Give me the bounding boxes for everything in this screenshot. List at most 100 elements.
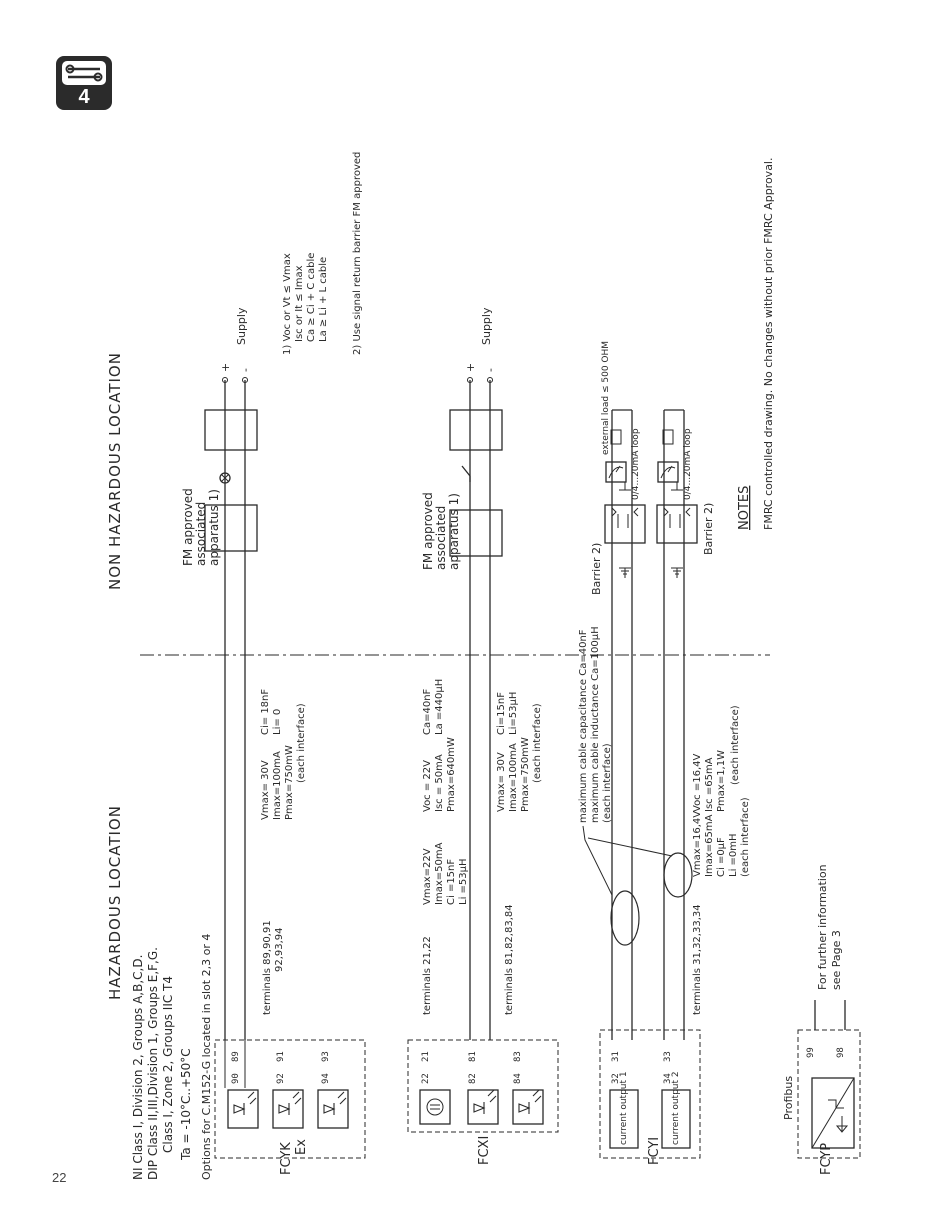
fcyk-terminal-93: 93 [321,1051,331,1062]
fcyi-cable-note-2: maximum cable inductance Ca=100µH [590,626,601,823]
footnote-5: 2) Use signal return barrier FM approved [352,152,363,355]
fcxi-apparatus-2: associated [434,506,448,570]
chapter-number: 4 [78,86,90,108]
fcxi-terminal-81: 81 [468,1051,478,1062]
hazardous-class-2: DIP Class II,III,Division 1, Groups E,F,… [146,947,160,1180]
footnote-1: 1) Voc or Vt ≤ Vmax [282,253,293,355]
fcyi-cable-shield-1 [610,890,640,946]
fcxi-a-pmax: Pmax=640mW [446,737,457,812]
fcyk-terminal-text: terminals 89,90,91 [262,920,273,1015]
fcxi-label: FCXI [477,1136,492,1165]
fcxi-a-vmax: Vmax=22V [422,848,433,905]
fcxi-b-imax: Imax=100mA [508,743,519,812]
fcyp-bus-label: Profibus [782,1076,795,1120]
ground-icon-3 [671,567,683,578]
fcxi-b-pmax: Pmax=750mW [520,737,531,812]
fcyi-barrier-2-label: Barrier 2) [702,503,715,555]
fcxi-terminal-84: 84 [513,1073,523,1084]
fcyi-loop-1: 0/4...20mA loop [631,428,641,500]
fcyk-lamp-icon [219,472,231,484]
fcyk-optocoupler-3 [317,1089,349,1129]
fcyi-li: Li =0mH [728,833,739,877]
wrench-screwdriver-icon [62,61,106,85]
fcxi-optocoupler-2 [512,1089,544,1125]
fcxi-terminal-22: 22 [421,1073,431,1084]
non-hazardous-heading: NON HAZARDOUS LOCATION [106,352,124,590]
notes-title: NOTES [737,486,752,530]
fcyk-terminal-91: 91 [276,1051,286,1062]
fcyi-output-2-label: current output 2 [671,1071,681,1145]
fcxi-associated-apparatus [449,509,503,557]
footnote-2: Isc or It ≤ Imax [294,265,305,342]
fcyp-terminal-98: 98 [836,1047,846,1058]
fcxi-terminal-82: 82 [468,1073,478,1084]
ground-icon-2 [619,482,631,491]
fcxi-apparatus-1: FM approved [421,492,435,570]
fcyp-bus-interface-icon [811,1077,855,1149]
fcyi-cable-note-3: (each interface) [602,743,613,823]
fcxi-terminal-21: 21 [421,1051,431,1062]
fcyi-ci: Ci =0µF [716,837,727,877]
fcxi-a-imax: Imax=50mA [434,842,445,905]
page-number: 22 [52,1170,67,1185]
fcyi-loop-2: 0/4...20mA loop [683,428,693,500]
fcxi-terminal-83: 83 [513,1051,523,1062]
fcyk-terminal-92: 92 [276,1073,286,1084]
fcxi-terminal-text-a: terminals 21,22 [422,936,433,1015]
fcyk-terminal-94: 94 [321,1073,331,1084]
fcyk-apparatus-1: FM approved [181,488,195,566]
fcyk-supply-label: Supply [235,307,248,345]
fcyk-optocoupler-1 [227,1089,259,1129]
ground-icon-4 [671,482,683,491]
fcyi-load-1 [610,429,622,445]
fcyi-each-left: (each interface) [740,797,751,877]
fcyi-output-1-label: current output 1 [619,1071,629,1145]
fcyk-terminal-text-2: 92,93,94 [274,927,285,972]
fcxi-switch-icon [461,465,471,482]
fcyk-terminal-89: 89 [231,1051,241,1062]
fcxi-each: (each interface) [532,703,543,783]
footnote-4: La ≥ Li + L cable [318,257,329,342]
fcxi-module [407,1039,559,1133]
fcyk-power-supply [204,409,258,451]
footnote-3: Ca ≥ Ci + C cable [306,253,317,342]
fcyi-label: FCYI [647,1137,662,1165]
fcyp-note-2: see Page 3 [830,930,843,990]
fcxi-a-la: La =440µH [434,679,445,735]
fcyi-voc: Voc =16,4V [692,753,703,812]
fcyi-terminal-text: terminals 31,32,33,34 [692,904,703,1015]
fcxi-current-source [419,1089,451,1125]
fcyk-apparatus-2: associated [194,502,208,566]
fcyi-cable-note-1: maximum cable capacitance Ca=40nF [578,629,589,823]
fcyi-cable-shield-2 [663,852,693,898]
fcyi-load-2 [662,429,674,445]
fcyi-imax: Imax=65mA [704,814,715,877]
fcyi-terminal-31: 31 [611,1051,621,1062]
fcyi-pmax: Pmax=1,1W [716,750,727,812]
fcyk-ci: Ci= 18nF [260,689,271,735]
fcyi-current-output-1 [609,1089,639,1149]
fcyp-module [797,1029,861,1159]
fcxi-optocoupler-1 [467,1089,499,1125]
fcyi-barrier-1-label: Barrier 2) [590,543,603,595]
fcyp-note-1: For further information [816,864,829,990]
fcyi-terminal-32: 32 [611,1073,621,1084]
fcyk-associated-apparatus [204,504,258,552]
hazardous-class-3: Class I, Zone 2, Groups IIC T4 [161,976,175,1153]
fcxi-b-ci: Ci=15nF [496,692,507,735]
fcyi-meter-1-icon [605,461,627,483]
fcyk-each: (each interface) [296,703,307,783]
fcyi-barrier-1 [604,504,646,544]
fcxi-a-li: Li =53µH [458,858,469,905]
fcxi-apparatus-3: apparatus 1) [447,493,461,570]
fcxi-terminal-text-b: terminals 81,82,83,84 [504,904,515,1015]
fcyi-meter-2-icon [657,461,679,483]
svg-text:-: - [239,368,252,372]
fcyp-label: FCYP [819,1143,834,1175]
fcyk-optocoupler-2 [272,1089,304,1129]
chapter-badge: 4 [56,56,112,110]
fcyi-external-load: external load ≤ 500 OHM [601,341,611,455]
fcyk-li: Li= 0 [272,709,283,735]
notes-text: FMRC controlled drawing. No changes with… [762,158,775,531]
